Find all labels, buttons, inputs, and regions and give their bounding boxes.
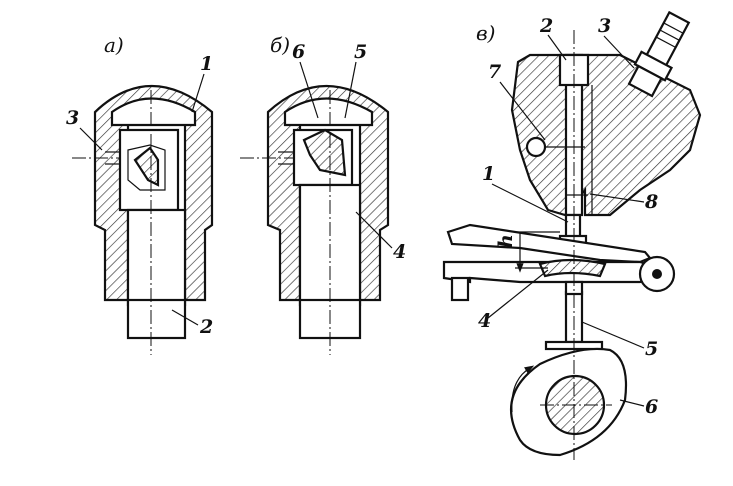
panel-c-callout-1: 1 [482, 163, 495, 185]
panel-a-drawing [72, 84, 214, 355]
panel-c-callout-3: 3 [598, 15, 611, 37]
panel-a-label: а) [104, 33, 124, 57]
panel-c-callout-6: 6 [645, 396, 658, 418]
panel-a-callout-2: 2 [199, 316, 213, 338]
panel-b-drawing [240, 85, 390, 355]
panel-b-label: б) [270, 33, 290, 57]
panel-c-callout-4: 4 [478, 310, 491, 332]
panel-b-callout-4: 4 [393, 241, 406, 263]
panel-c-drawing [442, 10, 702, 460]
panel-c-label: в) [476, 21, 495, 45]
panel-c-callout-5: 5 [645, 338, 658, 360]
panel-b-callout-6: 6 [292, 41, 305, 63]
panel-b-callout-5: 5 [354, 41, 367, 63]
panel-c-callout-2: 2 [539, 15, 553, 37]
panel-a-callout-3: 3 [66, 107, 79, 129]
panel-c-callout-7: 7 [488, 61, 501, 83]
panel-c-gap-label: h [495, 234, 517, 248]
panel-a-callout-1: 1 [200, 53, 213, 75]
panel-c-callout-8: 8 [644, 191, 658, 213]
